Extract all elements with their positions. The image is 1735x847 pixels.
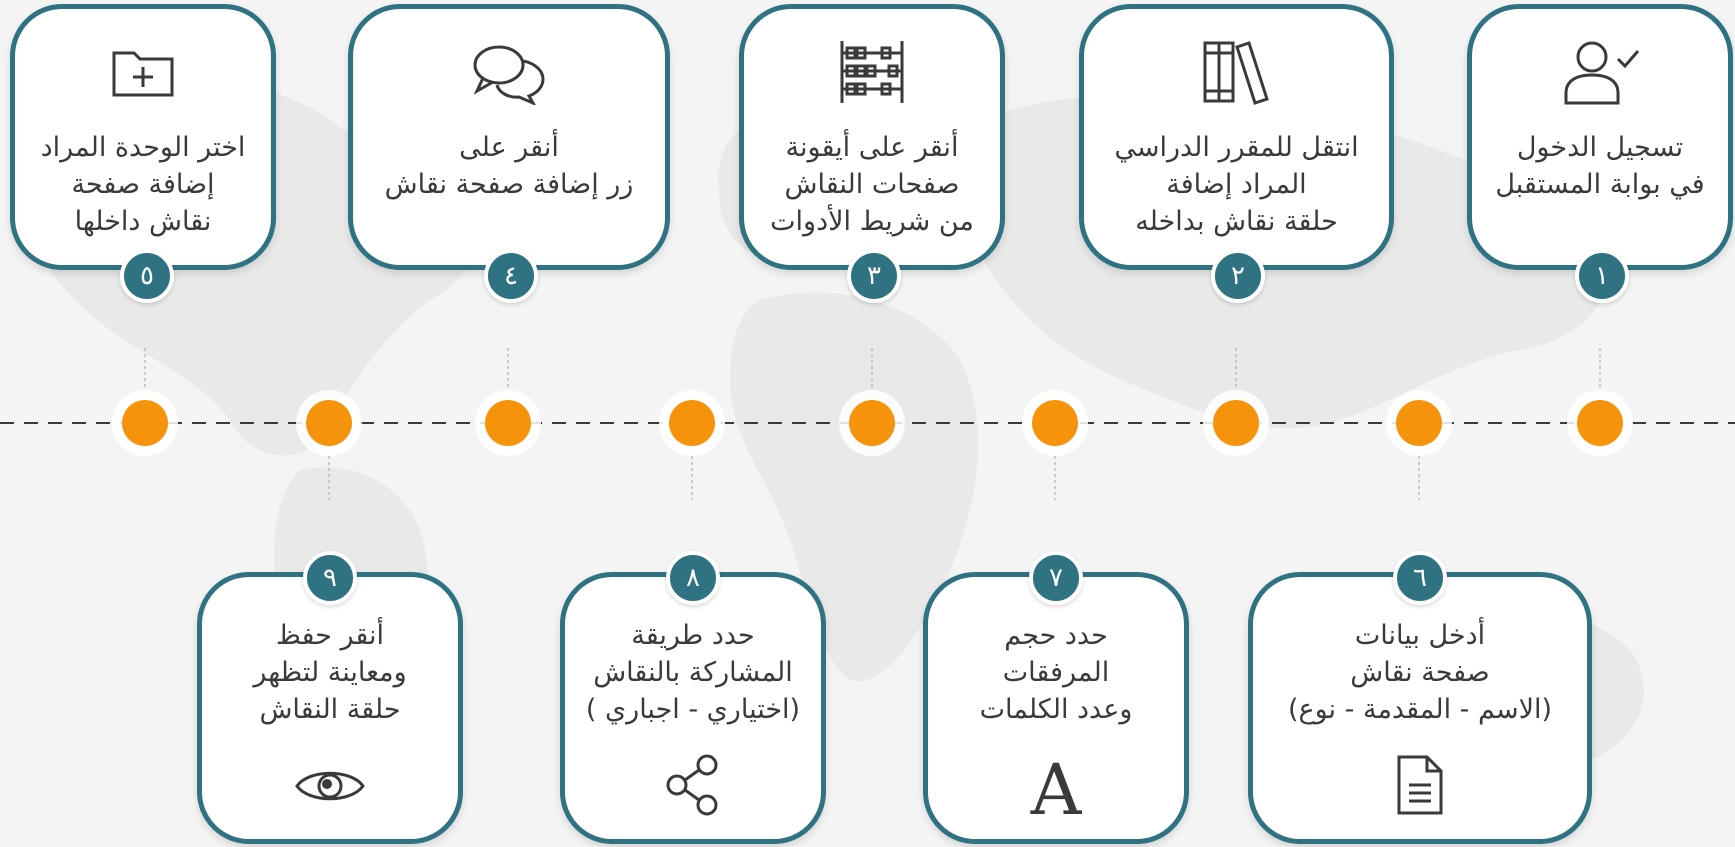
chat-bubbles-icon <box>469 41 549 105</box>
step-card-4: أنقر على زر إضافة صفحة نقاش <box>348 4 670 270</box>
eye-icon <box>293 763 367 809</box>
step-number-badge: ٩ <box>303 551 357 605</box>
step-card-8: حدد طريقة المشاركة بالنقاش (اختياري - اج… <box>560 572 826 844</box>
timeline-dot <box>485 400 531 446</box>
step-text: أنقر حفظ ومعاينة لتظهر حلقة النقاش <box>253 620 407 725</box>
step-text: أدخل بيانات صفحة نقاش (الاسم - المقدمة -… <box>1287 620 1553 725</box>
timeline-dot <box>1213 400 1259 446</box>
folder-plus-icon <box>110 47 176 99</box>
step-text: اختر الوحدة المراد إضافة صفحة نقاش داخله… <box>40 132 246 237</box>
step-number-badge: ١ <box>1575 249 1629 303</box>
step-number-badge: ٥ <box>120 249 174 303</box>
step-card-5: اختر الوحدة المراد إضافة صفحة نقاش داخله… <box>10 4 276 270</box>
abacus-icon <box>834 37 910 107</box>
step-number-badge: ٧ <box>1029 551 1083 605</box>
step-number-badge: ٨ <box>666 551 720 605</box>
document-icon <box>1395 753 1445 817</box>
timeline-dot <box>1577 400 1623 446</box>
timeline-dot <box>122 400 168 446</box>
step-text: انتقل للمقرر الدراسي المراد إضافة حلقة ن… <box>1114 132 1359 237</box>
step-number-badge: ٢ <box>1211 249 1265 303</box>
timeline-dot <box>849 400 895 446</box>
step-card-6: أدخل بيانات صفحة نقاش (الاسم - المقدمة -… <box>1248 572 1592 844</box>
letter-a-icon: A <box>1030 749 1082 831</box>
step-card-7: حدد حجم المرفقات وعدد الكلمات A <box>923 572 1189 844</box>
timeline-dot <box>306 400 352 446</box>
step-number-badge: ٣ <box>847 249 901 303</box>
step-text: حدد حجم المرفقات وعدد الكلمات <box>979 620 1133 725</box>
step-number-badge: ٦ <box>1393 551 1447 605</box>
step-text: حدد طريقة المشاركة بالنقاش (اختياري - اج… <box>585 620 801 725</box>
step-number-badge: ٤ <box>484 249 538 303</box>
timeline-dot <box>669 400 715 446</box>
step-card-3: أنقر على أيقونة صفحات النقاش من شريط الأ… <box>739 4 1005 270</box>
step-text: أنقر على أيقونة صفحات النقاش من شريط الأ… <box>770 132 974 237</box>
books-icon <box>1199 37 1275 107</box>
user-check-icon <box>1558 37 1642 107</box>
step-card-9: أنقر حفظ ومعاينة لتظهر حلقة النقاش <box>197 572 463 844</box>
timeline-dot <box>1032 400 1078 446</box>
step-card-1: تسجيل الدخول في بوابة المستقبل <box>1467 4 1733 270</box>
share-icon <box>663 753 723 817</box>
step-text: أنقر على زر إضافة صفحة نقاش <box>384 132 634 200</box>
step-card-2: انتقل للمقرر الدراسي المراد إضافة حلقة ن… <box>1079 4 1394 270</box>
step-text: تسجيل الدخول في بوابة المستقبل <box>1495 132 1705 200</box>
timeline-dot <box>1396 400 1442 446</box>
